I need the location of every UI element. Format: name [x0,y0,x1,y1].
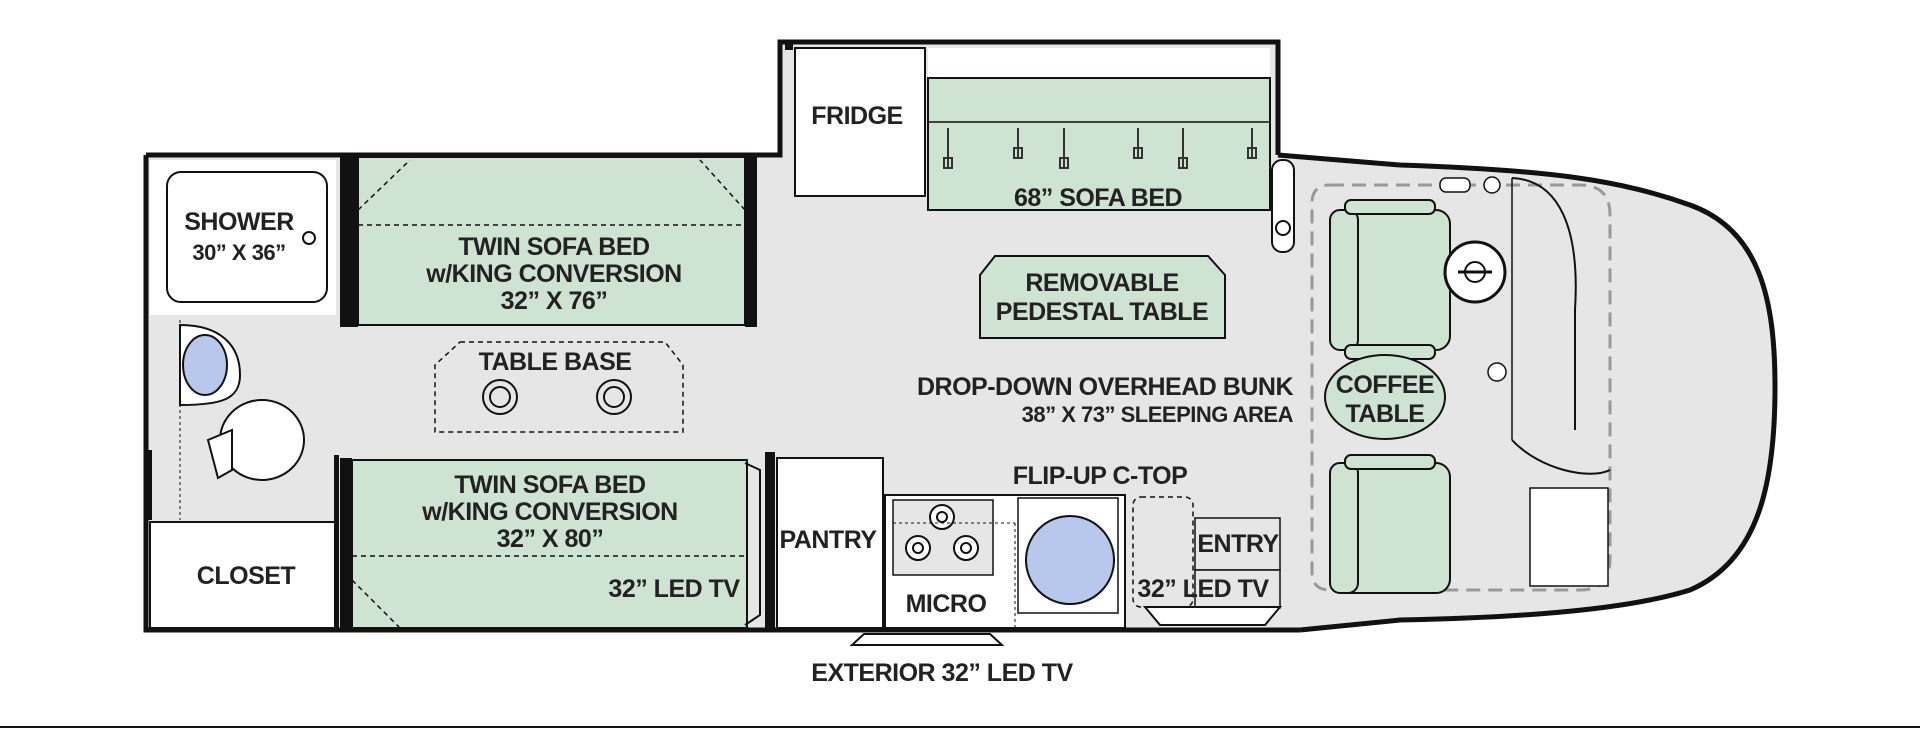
shower: SHOWER 30” X 36” [150,160,336,315]
table-base-label: TABLE BASE [479,348,632,376]
closet: CLOSET [149,521,336,629]
entry-step [1142,606,1283,626]
sofa-bed-68: 68” SOFA BED [927,48,1271,212]
coffee-table-label-2: TABLE [1346,400,1425,428]
overhead-bunk: DROP-DOWN OVERHEAD BUNK 38” X 73” SLEEPI… [917,373,1294,427]
shower-label: SHOWER [184,208,294,236]
bedroom-tv-icon [744,462,761,626]
coffee-table-label-1: COFFEE [1336,371,1434,399]
galley: MICRO [884,494,1126,629]
entry-label: ENTRY [1197,530,1279,558]
wall-fixture [1271,159,1295,253]
pantry: PANTRY [776,457,884,629]
toilet-area [148,318,335,520]
sofa-bed-68-label: 68” SOFA BED [1014,184,1182,212]
flip-up-label: FLIP-UP C-TOP [1013,462,1188,490]
removable-label: REMOVABLE [1025,269,1178,297]
bunk-size-label: 38” X 73” SLEEPING AREA [1022,402,1294,427]
twin-sofa-bed-top: TWIN SOFA BED w/KING CONVERSION 32” X 76… [340,156,758,327]
twin-bottom-label-2: w/KING CONVERSION [421,498,677,526]
pantry-label: PANTRY [780,526,878,554]
bedroom-tv-label: 32” LED TV [608,575,740,603]
exterior-walls [143,39,1778,633]
fridge: FRIDGE [794,47,926,197]
shower-drain-icon [302,231,316,245]
fridge-label: FRIDGE [811,102,902,130]
table-base: TABLE BASE [434,341,684,433]
exterior-tv-label: EXTERIOR 32” LED TV [811,659,1073,687]
twin-top-label-2: w/KING CONVERSION [425,260,681,288]
bunk-label: DROP-DOWN OVERHEAD BUNK [917,373,1293,401]
driver-seat [1329,199,1507,360]
pedestal-table-label: PEDESTAL TABLE [996,298,1208,326]
shower-size-label: 30” X 36” [192,240,285,265]
cab-area [1310,176,1612,592]
closet-label: CLOSET [197,562,296,590]
twin-bottom-label-1: TWIN SOFA BED [454,471,645,499]
entry-tv-label: 32” LED TV [1137,575,1269,603]
removable-pedestal-table: REMOVABLE PEDESTAL TABLE [979,255,1226,339]
twin-sofa-bed-bottom: TWIN SOFA BED w/KING CONVERSION 32” X 80… [340,452,775,629]
entry: ENTRY 32” LED TV [1137,517,1283,626]
passenger-seat [1329,454,1451,594]
coffee-table: COFFEE TABLE [1324,354,1446,440]
twin-top-label-1: TWIN SOFA BED [458,233,649,261]
exterior-tv-icon [849,633,1005,646]
twin-bottom-label-3: 32” X 80” [497,525,604,553]
micro-label: MICRO [906,590,987,618]
exterior-tv: EXTERIOR 32” LED TV [811,633,1074,687]
twin-top-label-3: 32” X 76” [501,287,608,315]
flip-up-countertop: FLIP-UP C-TOP [1013,462,1194,608]
